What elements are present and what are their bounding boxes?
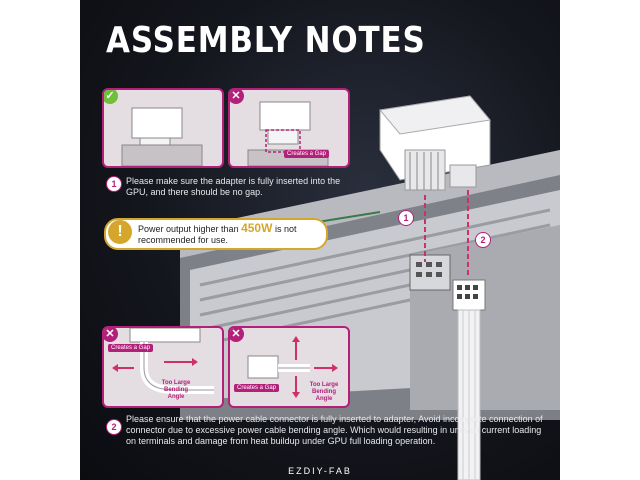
exclamation-icon: ! bbox=[108, 220, 132, 244]
marker-1: 1 bbox=[398, 210, 414, 226]
bending-angle-label: Too Large Bending Angle bbox=[161, 380, 191, 400]
power-warning-text: Power output higher than 450W is not rec… bbox=[138, 221, 297, 245]
brand-name: EZDIY-FAB bbox=[288, 466, 352, 476]
creates-gap-tag: Creates a Gap bbox=[284, 150, 330, 158]
bend-panel-2: ✕ Creates a Gap Too Large Bending Angle bbox=[228, 326, 350, 408]
correct-install-panel: ✓ bbox=[102, 88, 224, 168]
bend-illustration-2 bbox=[247, 336, 338, 398]
bend-panel-1: ✕ Creates a Gap Too Large Bending Angle bbox=[102, 326, 224, 408]
note-1-text: Please make sure the adapter is fully in… bbox=[126, 176, 341, 197]
bend-illustration-1 bbox=[112, 328, 214, 394]
power-limit-value: 450W bbox=[241, 221, 273, 235]
gap-install-panel: ✕ Creates a Gap bbox=[228, 88, 350, 168]
x-icon: ✕ bbox=[104, 328, 118, 342]
x-icon: ✕ bbox=[230, 90, 244, 104]
note-1-number: 1 bbox=[106, 176, 122, 192]
correct-install-illustration bbox=[121, 107, 203, 166]
power-warning: ! Power output higher than 450W is not r… bbox=[104, 218, 328, 250]
marker-2: 2 bbox=[475, 232, 491, 248]
checkmark-icon: ✓ bbox=[104, 90, 118, 104]
bending-angle-label: Too Large Bending Angle bbox=[309, 382, 339, 402]
note-2-text: Please ensure that the power cable conne… bbox=[126, 414, 543, 446]
x-icon: ✕ bbox=[230, 328, 244, 342]
creates-gap-tag: Creates a Gap bbox=[108, 344, 154, 352]
poster: ASSEMBLY NOTES ✓ ✕ Creates a Gap 1 Pleas… bbox=[80, 0, 560, 480]
creates-gap-tag: Creates a Gap bbox=[234, 384, 280, 392]
page-title: ASSEMBLY NOTES bbox=[106, 20, 426, 61]
note-2-number: 2 bbox=[106, 419, 122, 435]
